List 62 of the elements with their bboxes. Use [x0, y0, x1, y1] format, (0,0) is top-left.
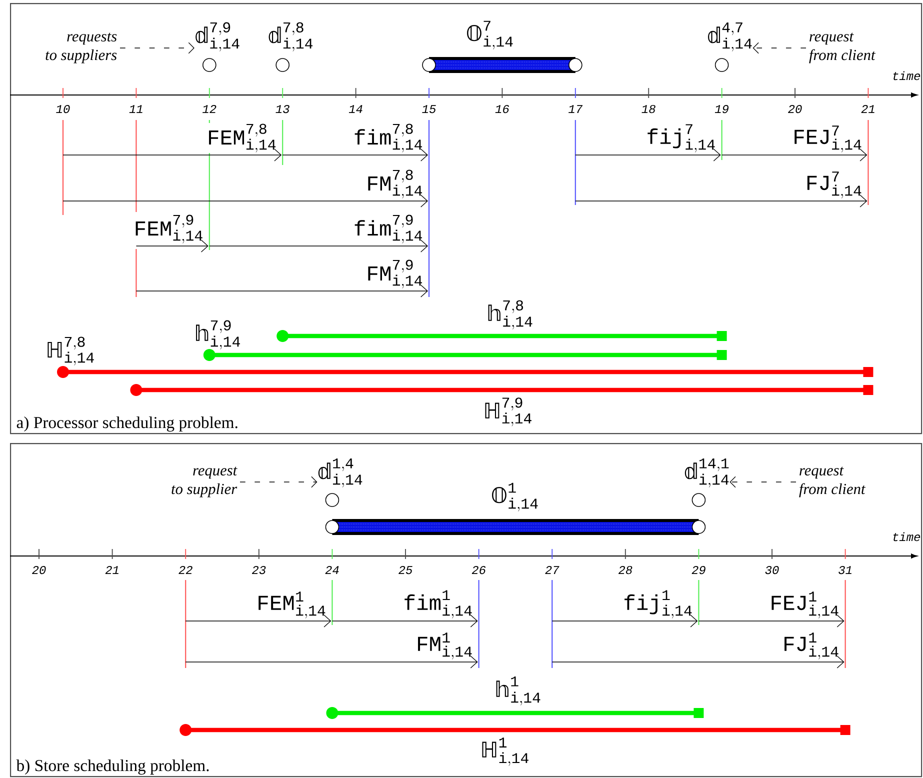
note-text: request from client: [809, 32, 876, 64]
duration-label: $\mathtt{fim}^{\mathtt{7,8}}_{\mathtt{i,14}}$: [354, 124, 422, 152]
duration-label: $\mathtt{FJ}^{\mathtt{1}}_{\mathtt{i,14}}$: [784, 632, 838, 660]
axis-label: time: [894, 71, 920, 80]
bar-label: $\mbox{𝕙}^{\mathtt{1}}_{\mathtt{i,14}}$: [496, 676, 540, 706]
event-label: $\mbox{𝕕}^{\mathtt{4,7}}_{\mathtt{i,14}}$: [708, 22, 752, 52]
tick-label: 16: [495, 104, 510, 114]
duration-label: $\mathtt{FEM}^{\mathtt{7,8}}_{\mathtt{i,14}}$: [209, 124, 276, 152]
tick-label: 21: [861, 104, 874, 113]
event-label: $\mbox{𝕕}^{\mathtt{14,1}}_{\mathtt{i,14}}$: [684, 458, 729, 488]
note-text: request to supplier: [172, 466, 238, 498]
arrow: [730, 476, 796, 488]
tick-label: 14: [348, 105, 362, 113]
duration-label: $\mathtt{FM}^{\mathtt{7,9}}_{\mathtt{i,14}}$: [368, 260, 422, 288]
tick-label: 31: [838, 566, 852, 574]
duration-label: $\mathtt{FM}^{\mathtt{1}}_{\mathtt{i,14}}$: [418, 632, 472, 660]
tick-label: 19: [714, 104, 729, 114]
bar-label: $\mbox{𝕆}^{\mathtt{1}}_{\mathtt{i,14}}$: [492, 482, 538, 512]
tick-label: 20: [788, 104, 802, 114]
tick-label: 29: [692, 566, 706, 574]
event-label: $\mbox{𝕕}^{\mathtt{1,4}}_{\mathtt{i,14}}$: [318, 458, 362, 488]
bar-label: $\mbox{ℍ}^{\mathtt{7,9}}_{\mathtt{i,14}}$: [485, 398, 532, 426]
bar-label: $\mbox{𝕙}^{\mathtt{7,8}}_{\mathtt{i,14}}$: [488, 300, 532, 330]
event-label: $\mbox{𝕕}^{\mathtt{7,8}}_{\mathtt{i,14}}$: [268, 22, 313, 52]
tick-label: 25: [398, 566, 412, 574]
tick-label: 27: [545, 566, 560, 574]
tick-label: 30: [765, 566, 779, 574]
tick-label: 12: [202, 104, 216, 113]
tick-label: 17: [568, 105, 583, 113]
arrow: [120, 42, 194, 54]
bar-label: $\mbox{ℍ}^{\mathtt{7,8}}_{\mathtt{i,14}}$: [48, 336, 94, 366]
tick-label: 15: [422, 105, 436, 114]
duration-label: $\mathtt{fij}^{\mathtt{7}}_{\mathtt{i,14}}$: [648, 124, 715, 152]
tick-label: 26: [472, 566, 486, 574]
arrow: [240, 476, 318, 488]
tick-label: 11: [129, 105, 142, 113]
axis-label: time: [894, 532, 920, 542]
note-text: request from client: [799, 466, 866, 498]
duration-label: $\mathtt{FEM}^{\mathtt{1}}_{\mathtt{i,14}}$: [258, 592, 326, 618]
note-text: requests to suppliers: [46, 32, 117, 64]
tick-label: 13: [276, 104, 290, 114]
tick-label: 10: [56, 104, 70, 114]
duration-label: $\mathtt{fij}^{\mathtt{1}}_{\mathtt{i,14}}$: [624, 590, 692, 618]
tick-label: 23: [252, 566, 266, 574]
tick-label: 21: [105, 566, 118, 574]
tick-label: 24: [325, 566, 339, 574]
duration-label: $\mathtt{fim}^{\mathtt{7,9}}_{\mathtt{i,14}}$: [354, 214, 422, 244]
bar-label: $\mbox{𝕙}^{\mathtt{7,9}}_{\mathtt{i,14}}$: [196, 320, 240, 350]
tick-label: 18: [642, 104, 656, 114]
duration-label: $\mathtt{FEJ}^{\mathtt{1}}_{\mathtt{i,14}}$: [772, 592, 838, 618]
tick-label: 22: [178, 566, 192, 574]
duration-label: $\mathtt{FJ}^{\mathtt{7}}_{\mathtt{i,14}}$: [807, 172, 862, 198]
duration-label: $\mathtt{FEM}^{\mathtt{7,9}}_{\mathtt{i,14}}$: [136, 214, 202, 244]
duration-label: $\mathtt{fim}^{\mathtt{1}}_{\mathtt{i,14}}$: [404, 590, 472, 618]
duration-label: $\mathtt{FM}^{\mathtt{7,8}}_{\mathtt{i,14}}$: [368, 170, 422, 198]
tick-label: 20: [32, 566, 46, 574]
arrow: [752, 42, 806, 54]
tick-label: 28: [618, 566, 632, 574]
duration-label: $\mathtt{FEJ}^{\mathtt{7}}_{\mathtt{i,14}}$: [794, 126, 862, 152]
event-label: $\mbox{𝕕}^{\mathtt{7,9}}_{\mathtt{i,14}}$: [196, 22, 240, 52]
bar-label: $\mbox{𝕆}^{\mathtt{7}}_{\mathtt{i,14}}$: [467, 20, 513, 50]
bar-label: $\mbox{ℍ}^{\mathtt{1}}_{\mathtt{i,14}}$: [482, 738, 528, 766]
